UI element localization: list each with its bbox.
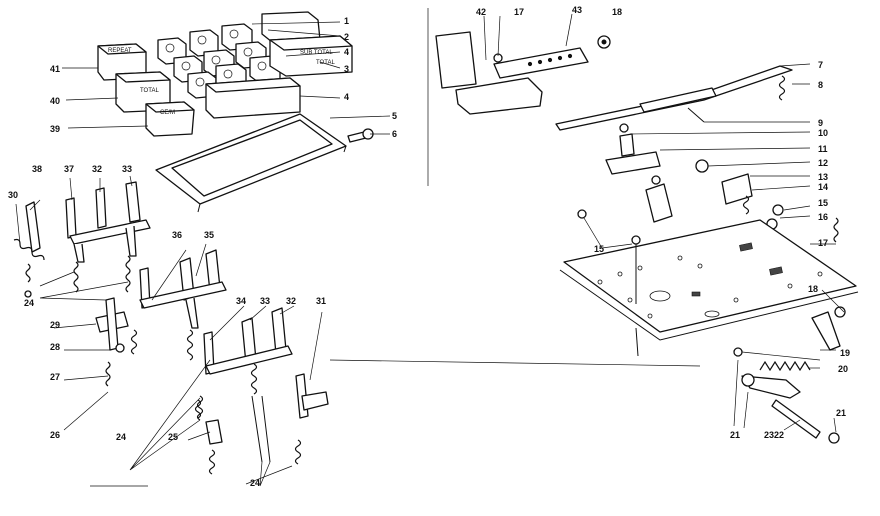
callout-21b: 21 bbox=[836, 408, 846, 418]
callout-17: 17 bbox=[514, 7, 524, 17]
callout-26: 26 bbox=[50, 430, 60, 440]
base-bracket bbox=[455, 77, 543, 115]
lever-29 bbox=[95, 297, 138, 387]
lever-assembly-top bbox=[65, 181, 151, 293]
keycap-clear: CE/M bbox=[145, 101, 195, 137]
callout-7: 7 bbox=[818, 60, 823, 70]
callout-31: 31 bbox=[316, 296, 326, 306]
callout-35: 35 bbox=[204, 230, 214, 240]
lever-25 bbox=[194, 399, 223, 475]
callout-3: 3 bbox=[344, 64, 349, 74]
callout-22: 22 bbox=[774, 430, 784, 440]
callout-30: 30 bbox=[8, 190, 18, 200]
callout-32: 32 bbox=[92, 164, 102, 174]
callout-37: 37 bbox=[64, 164, 74, 174]
callout-39: 39 bbox=[50, 124, 60, 134]
callout-13: 13 bbox=[818, 172, 828, 182]
callout-4: 4 bbox=[344, 47, 349, 57]
svg-text:REPEAT: REPEAT bbox=[108, 48, 132, 54]
keycap-subtotal: SUB TOTAL TOTAL bbox=[261, 11, 353, 77]
top-right-mechanism bbox=[435, 31, 839, 243]
callout-40: 40 bbox=[50, 96, 60, 106]
callout-43: 43 bbox=[572, 5, 582, 15]
callout-41: 41 bbox=[50, 64, 60, 74]
lever-assembly-lower bbox=[196, 307, 293, 463]
lever-assembly-middle bbox=[139, 249, 227, 361]
callout-24b: 24 bbox=[116, 432, 126, 442]
callout-4b: 4 bbox=[344, 92, 349, 102]
svg-text:TOTAL: TOTAL bbox=[316, 60, 335, 66]
keycap-repeat: REPEAT bbox=[97, 43, 147, 81]
callout-18b: 18 bbox=[808, 284, 818, 294]
callout-9: 9 bbox=[818, 118, 823, 128]
callout-18: 18 bbox=[612, 7, 622, 17]
callout-15: 15 bbox=[818, 198, 828, 208]
callout-17b: 17 bbox=[818, 238, 828, 248]
callout-1: 1 bbox=[344, 16, 349, 26]
callout-32b: 32 bbox=[286, 296, 296, 306]
keycap-group: REPEAT TOTAL CE/M bbox=[97, 11, 374, 213]
callout-11: 11 bbox=[818, 144, 828, 154]
base-plate bbox=[559, 209, 859, 444]
callout-38: 38 bbox=[32, 164, 42, 174]
callout-33: 33 bbox=[122, 164, 132, 174]
callout-21: 21 bbox=[730, 430, 740, 440]
keycap-total: TOTAL bbox=[115, 71, 171, 113]
leader-lines bbox=[15, 8, 845, 487]
callout-2: 2 bbox=[344, 32, 349, 42]
section-divider-line bbox=[329, 359, 701, 367]
callout-34: 34 bbox=[236, 296, 246, 306]
callout-24: 24 bbox=[24, 298, 34, 308]
callout-33b: 33 bbox=[260, 296, 270, 306]
callout-29: 29 bbox=[50, 320, 60, 330]
key-frame-plate bbox=[155, 113, 347, 213]
keycap-zero bbox=[205, 77, 301, 119]
lever-31 bbox=[294, 373, 329, 465]
lever-38 bbox=[13, 201, 45, 298]
callout-labels: 1 2 4 3 4 5 6 41 40 39 42 17 43 18 7 8 9… bbox=[8, 5, 850, 488]
callout-6: 6 bbox=[392, 129, 397, 139]
callout-19: 19 bbox=[840, 348, 850, 358]
callout-14: 14 bbox=[818, 182, 828, 192]
svg-text:CE/M: CE/M bbox=[160, 110, 175, 116]
callout-42: 42 bbox=[476, 7, 486, 17]
callout-16: 16 bbox=[818, 212, 828, 222]
bracket-42 bbox=[435, 31, 477, 89]
callout-27: 27 bbox=[50, 372, 60, 382]
screw-6 bbox=[347, 128, 374, 143]
callout-24c: 24 bbox=[250, 478, 260, 488]
callout-23: 23 bbox=[764, 430, 774, 440]
key-lever-assemblies bbox=[13, 181, 329, 475]
callout-25: 25 bbox=[168, 432, 178, 442]
callout-36: 36 bbox=[172, 230, 182, 240]
svg-text:SUB TOTAL: SUB TOTAL bbox=[300, 50, 333, 56]
svg-text:TOTAL: TOTAL bbox=[140, 88, 159, 94]
callout-12: 12 bbox=[818, 158, 828, 168]
callout-5: 5 bbox=[392, 111, 397, 121]
callout-28: 28 bbox=[50, 342, 60, 352]
callout-10: 10 bbox=[818, 128, 828, 138]
callout-8: 8 bbox=[818, 80, 823, 90]
callout-20: 20 bbox=[838, 364, 848, 374]
callout-15b: 15 bbox=[594, 244, 604, 254]
